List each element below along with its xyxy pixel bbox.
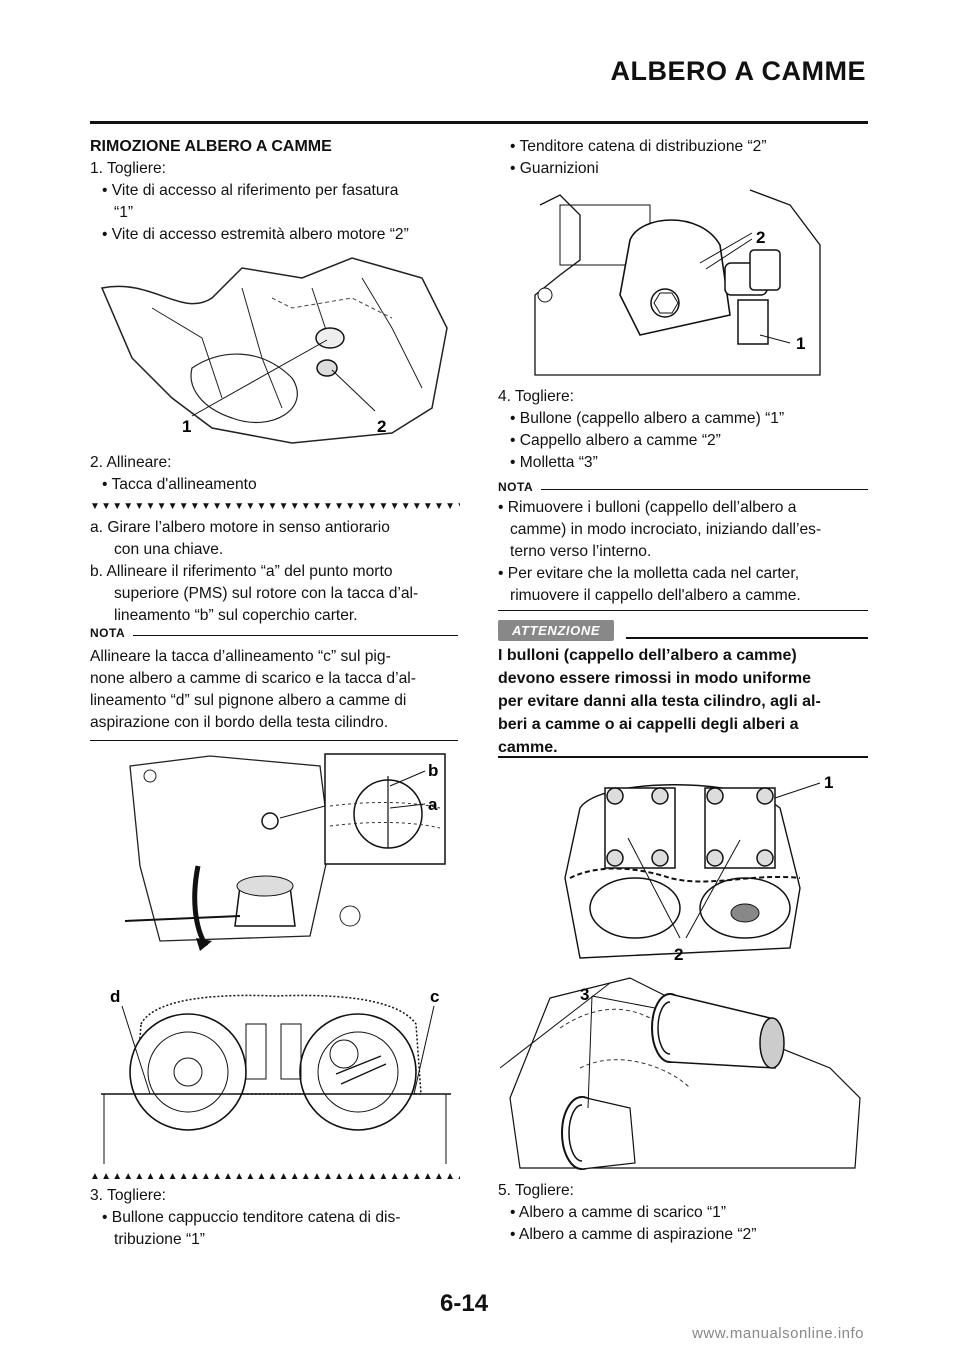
fig5-label: 1 [824, 773, 833, 792]
substep-b-cont: lineamento “b” sul coperchio carter. [114, 607, 358, 624]
fig2-label: b [428, 761, 438, 780]
step-5: 5. Togliere: [498, 1182, 574, 1199]
fig3-label: d [110, 987, 120, 1006]
step-5-item: • Albero a camme di aspirazione “2” [510, 1226, 757, 1243]
attention-heading: ATTENZIONE [498, 620, 868, 641]
triangles-up: ▲▲▲▲▲▲▲▲▲▲▲▲▲▲▲▲▲▲▲▲▲▲▲▲▲▲▲▲▲▲▲▲▲▲▲ [90, 1171, 460, 1182]
page-number: 6-14 [440, 1290, 489, 1317]
nota-line: none albero a camme di scarico e la tacc… [90, 670, 416, 687]
fig4-label: 2 [756, 228, 765, 247]
left-column: RIMOZIONE ALBERO A CAMME 1. Togliere: • … [90, 136, 460, 246]
substep-b: b. Allineare il riferimento “a” del punt… [90, 563, 393, 580]
nota-heading: NOTA [90, 626, 458, 640]
left-column-step3: 3. Togliere: • Bullone cappuccio tendito… [90, 1185, 460, 1251]
section-title: RIMOZIONE ALBERO A CAMME [90, 138, 332, 155]
nota-text: Allineare la tacca d’allineamento “c” su… [90, 646, 460, 734]
step-1: 1. Togliere: [90, 160, 166, 177]
cont-item: • Tenditore catena di distribuzione “2” [510, 138, 767, 155]
attention-line: I bulloni (cappello dell’albero a camme) [498, 647, 797, 664]
step-4: 4. Togliere: [498, 388, 574, 405]
attention-end-rule [498, 756, 868, 758]
right-column-top: • Tenditore catena di distribuzione “2” … [498, 136, 870, 180]
nota-label: NOTA [90, 626, 126, 640]
nota-label: NOTA [498, 480, 534, 494]
step-5-item: • Albero a camme di scarico “1” [510, 1204, 727, 1221]
nota-line: rimuovere il cappello dell'albero a camm… [510, 587, 801, 604]
step-4-item: • Molletta “3” [510, 454, 598, 471]
figure-rotor-alignment: b a [124, 753, 446, 951]
step-2-item: • Tacca d'allineamento [102, 476, 257, 493]
substep-a: a. Girare l’albero motore in senso antio… [90, 519, 390, 536]
step-3-item: tribuzione “1” [114, 1231, 206, 1248]
fig4-label: 1 [796, 334, 805, 353]
nota-line: • Per evitare che la molletta cada nel c… [498, 565, 800, 582]
nota-line: lineamento “d” sul pignone albero a camm… [90, 692, 407, 709]
nota-line: Allineare la tacca d’allineamento “c” su… [90, 648, 391, 665]
figure-camshaft-caps: 1 2 3 [500, 773, 861, 1170]
step-3-item: • Bullone cappuccio tenditore catena di … [102, 1209, 401, 1226]
attention-line: per evitare danni alla testa cilindro, a… [498, 693, 821, 710]
step-4-item: • Cappello albero a camme “2” [510, 432, 721, 449]
fig1-label: 2 [377, 417, 386, 436]
step-1-item: • Vite di accesso estremità albero motor… [102, 226, 409, 243]
substep-b-cont: superiore (PMS) sul rotore con la tacca … [114, 585, 419, 602]
fig1-label: 1 [182, 417, 191, 436]
nota-right-text: • Rimuovere i bulloni (cappello dell’alb… [498, 497, 870, 607]
attention-badge: ATTENZIONE [498, 620, 615, 641]
left-column-step2: 2. Allineare: • Tacca d'allineamento [90, 452, 460, 496]
nota-end-rule [90, 740, 458, 741]
nota-line: camme) in modo incrociato, iniziando dal… [510, 521, 822, 538]
substep-a-cont: con una chiave. [114, 541, 224, 558]
header-rule [90, 121, 868, 124]
step-1-item: “1” [114, 204, 134, 221]
triangles-down: ▼▼▼▼▼▼▼▼▼▼▼▼▼▼▼▼▼▼▼▼▼▼▼▼▼▼▼▼▼▼▼▼▼▼▼ [90, 501, 460, 512]
right-column-step4: 4. Togliere: • Bullone (cappello albero … [498, 386, 870, 474]
nota-line: • Rimuovere i bulloni (cappello dell’alb… [498, 499, 797, 516]
nota-right-end-rule [498, 610, 868, 611]
fig3-label: c [430, 987, 439, 1006]
right-column-step5: 5. Togliere: • Albero a camme di scarico… [498, 1180, 870, 1246]
figure-cam-sprockets: d c [101, 987, 451, 1164]
attention-line: camme. [498, 739, 558, 756]
watermark: www.manualsonline.info [692, 1325, 864, 1342]
cont-item: • Guarnizioni [510, 160, 599, 177]
substeps: a. Girare l’albero motore in senso antio… [90, 517, 460, 627]
fig5-label: 2 [674, 945, 683, 964]
fig2-label: a [428, 795, 438, 814]
step-4-item: • Bullone (cappello albero a camme) “1” [510, 410, 785, 427]
figure-chain-tensioner: 2 1 [534, 189, 821, 376]
step-3: 3. Togliere: [90, 1187, 166, 1204]
nota-line: terno verso l’interno. [510, 543, 652, 560]
attention-line: devono essere rimossi in modo uniforme [498, 670, 811, 687]
figure-crankcase-screws: 1 2 [100, 257, 448, 444]
fig5-label: 3 [580, 985, 589, 1004]
step-1-item: • Vite di accesso al riferimento per fas… [102, 182, 399, 199]
attention-line: beri a camme o ai cappelli degli alberi … [498, 716, 799, 733]
page-header-title: ALBERO A CAMME [610, 56, 866, 86]
nota-heading-right: NOTA [498, 480, 868, 494]
step-2: 2. Allineare: [90, 454, 172, 471]
nota-line: aspirazione con il bordo della testa cil… [90, 714, 389, 731]
attention-text: I bulloni (cappello dell’albero a camme)… [498, 644, 870, 759]
